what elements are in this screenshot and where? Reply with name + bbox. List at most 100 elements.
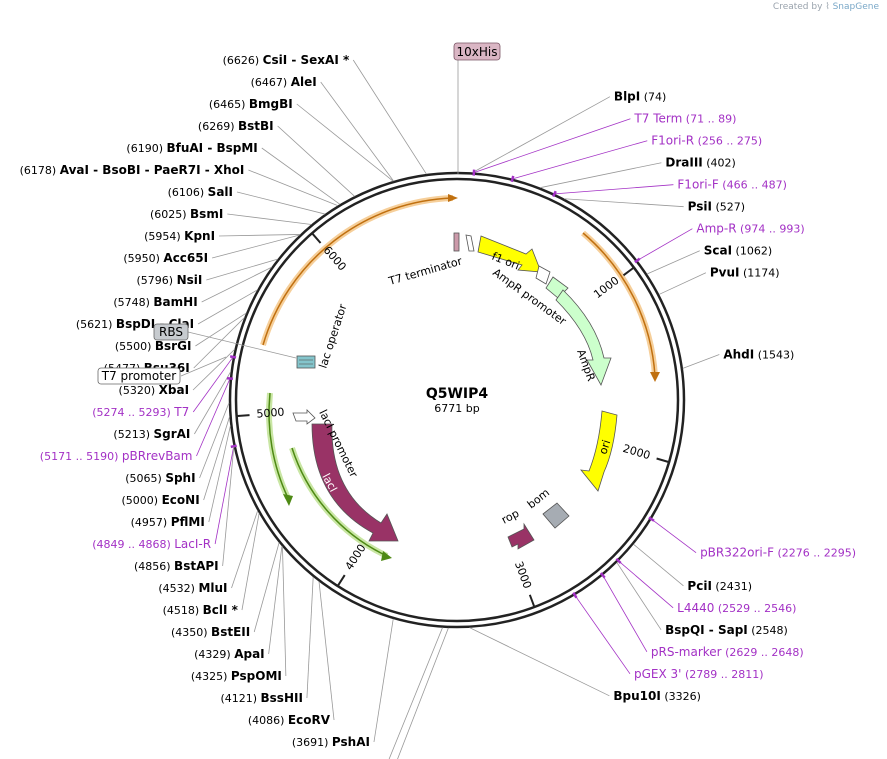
tick-mark — [237, 414, 250, 417]
feature-lac-operator[interactable]: lac operator — [296, 302, 350, 370]
restriction-site-label[interactable]: PciI (2431) — [687, 579, 752, 593]
restriction-site-label[interactable]: (6106) SalI — [168, 185, 233, 199]
snapgene-credit: Created by ⌇ SnapGene — [773, 2, 879, 12]
restriction-site-label[interactable]: BspQI - SapI (2548) — [665, 623, 788, 637]
restriction-site-label[interactable]: (4518) BclI * — [163, 603, 239, 617]
primer-label[interactable]: pBR322ori-F (2276 .. 2295) — [700, 546, 856, 560]
site-leader-line — [397, 627, 449, 759]
site-leader-line — [253, 542, 280, 633]
restriction-site-label[interactable]: DraIII (402) — [665, 156, 735, 170]
site-leader-line — [282, 546, 287, 677]
site-leader-line — [574, 594, 631, 675]
site-leader-line — [195, 312, 247, 347]
feature-f1-ori[interactable]: f1 ori — [477, 235, 542, 273]
restriction-site-label[interactable]: PsiI (527) — [688, 200, 745, 214]
restriction-site-label[interactable]: (4121) BssHII — [220, 691, 302, 705]
restriction-site-label[interactable]: (4329) ApaI — [194, 647, 265, 661]
restriction-site-label[interactable]: Bpu10I (3326) — [613, 689, 701, 703]
restriction-site-label[interactable]: (5796) NsiI — [136, 273, 202, 287]
primer-label[interactable]: (4849 .. 4868) LacI-R — [92, 537, 211, 551]
t7-terminator-label: T7 terminator — [386, 254, 464, 288]
bom-label: bom — [525, 486, 552, 511]
site-leader-line — [682, 354, 720, 369]
restriction-site-label[interactable]: (5950) Acc65I — [123, 251, 208, 265]
restriction-site-label[interactable]: (5000) EcoNI — [122, 493, 200, 507]
site-leader-line — [651, 518, 697, 554]
restriction-site-label[interactable]: PvuI (1174) — [710, 266, 780, 280]
restriction-site-label[interactable]: (6465) BmgBI — [209, 97, 293, 111]
feature-rbs[interactable]: RBS — [153, 323, 297, 359]
site-leader-line — [201, 266, 272, 303]
restriction-site-label[interactable]: ScaI (1062) — [704, 244, 772, 258]
restriction-site-label[interactable]: (4957) PflMI — [131, 515, 205, 529]
rbs-label: RBS — [159, 325, 183, 339]
rop-label: rop — [499, 507, 521, 527]
restriction-site-label[interactable]: (5500) BsrGI — [115, 339, 192, 353]
site-leader-line — [554, 184, 674, 195]
green-arc-outer — [266, 392, 293, 506]
restriction-site-label[interactable]: (5065) SphI — [125, 471, 195, 485]
site-leader-line — [197, 289, 258, 325]
restriction-site-label[interactable]: (6467) AleI — [251, 75, 317, 89]
tick-label: 2000 — [621, 442, 652, 462]
primer-site-mark — [599, 572, 606, 579]
feature-ampr[interactable]: AmpR — [555, 289, 612, 386]
restriction-site-label[interactable]: (6190) BfuAI - BspMI — [126, 141, 257, 155]
primer-label[interactable]: Amp-R (974 .. 993) — [696, 222, 804, 236]
feature-bom[interactable]: bom — [525, 486, 570, 529]
feature-t7-promoter[interactable]: T7 promoter — [97, 356, 227, 385]
primer-site-mark — [230, 444, 237, 449]
restriction-site-label[interactable]: (5320) XbaI — [119, 383, 189, 397]
green-arc-inner — [289, 447, 392, 561]
site-leader-line — [219, 234, 301, 237]
restriction-site-label[interactable]: AhdI (1543) — [723, 347, 794, 361]
site-leader-line — [193, 317, 245, 369]
restriction-site-label[interactable]: (4086) EcoRV — [248, 713, 331, 727]
restriction-site-label[interactable]: (5954) KpnI — [144, 229, 215, 243]
orange-arc-left — [260, 194, 458, 346]
site-leader-line — [231, 510, 259, 589]
tick-mark — [528, 594, 535, 607]
restriction-site-label[interactable]: (4325) PspOMI — [191, 669, 282, 683]
primer-site-mark — [634, 257, 641, 264]
restriction-site-label[interactable]: BlpI (74) — [614, 90, 666, 104]
restriction-site-label[interactable]: (4532) MluI — [158, 581, 227, 595]
feature-10xhis[interactable]: 10xHis — [453, 42, 501, 174]
credit-prefix: Created by — [772, 2, 823, 12]
restriction-site-label[interactable]: (6178) AvaI - BsoBI - PaeR7I - XhoI — [20, 163, 245, 177]
site-leader-line — [320, 81, 394, 182]
restriction-site-label[interactable]: (4350) BstEII — [171, 625, 250, 639]
primer-label[interactable]: F1ori-R (256 .. 275) — [651, 134, 762, 148]
tick-mark — [622, 267, 634, 277]
restriction-site-label[interactable]: (6025) BsmI — [150, 207, 223, 221]
primer-label[interactable]: F1ori-F (466 .. 487) — [677, 178, 786, 192]
primer-label[interactable]: (5274 .. 5293) T7 — [92, 405, 189, 419]
restriction-site-label[interactable]: (6626) CsiI - SexAI * — [223, 53, 350, 67]
site-leader-line — [222, 446, 235, 567]
primer-label[interactable]: L4440 (2529 .. 2546) — [677, 601, 796, 615]
site-leader-line — [388, 627, 443, 759]
restriction-site-label[interactable]: (6269) BstBI — [198, 119, 274, 133]
primer-label[interactable]: T7 Term (71 .. 89) — [633, 112, 736, 126]
site-leader-line — [373, 618, 394, 743]
restriction-site-label[interactable]: (4856) BstAPI — [134, 559, 219, 573]
site-leader-line — [352, 59, 427, 175]
primer-label[interactable]: pGEX 3' (2789 .. 2811) — [634, 667, 764, 681]
site-leader-line — [248, 169, 338, 207]
feature-t7-terminator[interactable]: T7 terminator — [386, 232, 475, 288]
primer-site-mark — [648, 516, 655, 522]
primer-label[interactable]: (5171 .. 5190) pBRrevBam — [40, 449, 193, 463]
feature-laci[interactable]: lacI — [311, 423, 399, 542]
restriction-site-label[interactable]: (5748) BamHI — [113, 295, 197, 309]
site-leader-line — [236, 191, 326, 215]
site-leader-line — [206, 258, 278, 281]
feature-ori[interactable]: ori — [580, 410, 618, 492]
feature-ampr-promoter[interactable]: AmpR promoter — [490, 265, 569, 328]
site-leader-line — [208, 425, 231, 523]
feature-rop[interactable]: rop — [499, 507, 535, 550]
restriction-site-label[interactable]: (3691) PshAI — [292, 735, 370, 749]
restriction-site-label[interactable]: (5213) SgrAI — [113, 427, 190, 441]
backbone — [228, 171, 686, 629]
primer-label[interactable]: pRS-marker (2629 .. 2648) — [651, 645, 804, 659]
